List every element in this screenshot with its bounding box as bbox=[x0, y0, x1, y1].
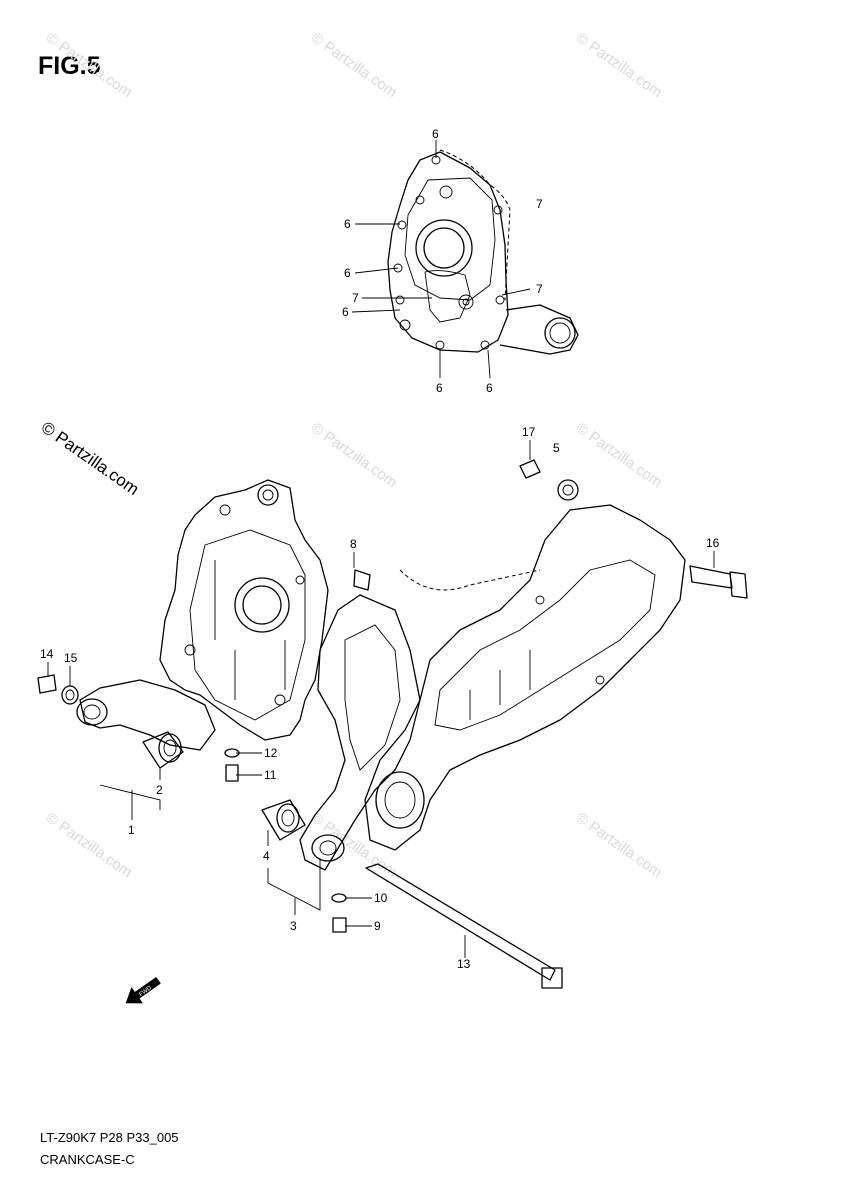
left-swing-arm-drawing bbox=[37, 674, 216, 769]
callout-5: 5 bbox=[553, 441, 560, 455]
watermark: © Partzilla.com bbox=[43, 809, 136, 881]
callout-6: 6 bbox=[432, 127, 439, 141]
left-crankcase-drawing bbox=[159, 479, 329, 741]
callout-6: 6 bbox=[344, 266, 351, 280]
callout-12: 12 bbox=[264, 746, 278, 760]
callout-3: 3 bbox=[290, 919, 297, 933]
crankcase-cover-drawing bbox=[387, 149, 579, 355]
callout-numbers: 6 6 6 6 6 6 7 7 7 1 2 3 4 5 8 9 10 11 12… bbox=[40, 127, 720, 971]
fwd-arrow-icon: FWD bbox=[125, 976, 161, 1004]
bracket-leaders bbox=[47, 440, 715, 958]
watermark: © Partzilla.com bbox=[308, 809, 401, 881]
diagram-code: LT-Z90K7 P28 P33_005 bbox=[40, 1130, 179, 1145]
callout-15: 15 bbox=[64, 651, 78, 665]
callout-9: 9 bbox=[374, 919, 381, 933]
diagram-name: CRANKCASE-C bbox=[40, 1152, 135, 1167]
figure-title: FIG.5 bbox=[38, 52, 101, 80]
watermark: © Partzilla.com bbox=[43, 29, 136, 101]
callout-14: 14 bbox=[40, 647, 54, 661]
callout-6: 6 bbox=[486, 381, 493, 395]
callout-7: 7 bbox=[536, 282, 543, 296]
callout-7: 7 bbox=[536, 197, 543, 211]
callout-11: 11 bbox=[264, 768, 277, 782]
callout-6: 6 bbox=[342, 305, 349, 319]
watermark: © Partzilla.com bbox=[573, 29, 666, 101]
hardware-parts bbox=[224, 459, 748, 989]
watermark: © Partzilla.com bbox=[308, 29, 401, 101]
watermark: © Partzilla.com bbox=[308, 419, 401, 491]
center-swing-arm-drawing bbox=[261, 569, 421, 871]
callout-7: 7 bbox=[352, 291, 359, 305]
callout-6: 6 bbox=[344, 217, 351, 231]
callout-2: 2 bbox=[156, 783, 163, 797]
watermark: © Partzilla.com bbox=[573, 809, 666, 881]
watermark: © Partzilla.com bbox=[573, 419, 666, 491]
top-leader-lines bbox=[351, 140, 531, 379]
callout-17: 17 bbox=[522, 425, 536, 439]
callout-16: 16 bbox=[706, 536, 720, 550]
right-crankcase-drawing bbox=[364, 479, 686, 851]
callout-13: 13 bbox=[457, 957, 471, 971]
callout-10: 10 bbox=[374, 891, 388, 905]
callout-1: 1 bbox=[128, 823, 135, 837]
watermark-large: © Partzilla.com bbox=[38, 418, 143, 499]
watermarks: © Partzilla.com © Partzilla.com © Partzi… bbox=[38, 29, 666, 881]
callout-8: 8 bbox=[350, 537, 357, 551]
callout-4: 4 bbox=[263, 849, 270, 863]
callout-6: 6 bbox=[436, 381, 443, 395]
